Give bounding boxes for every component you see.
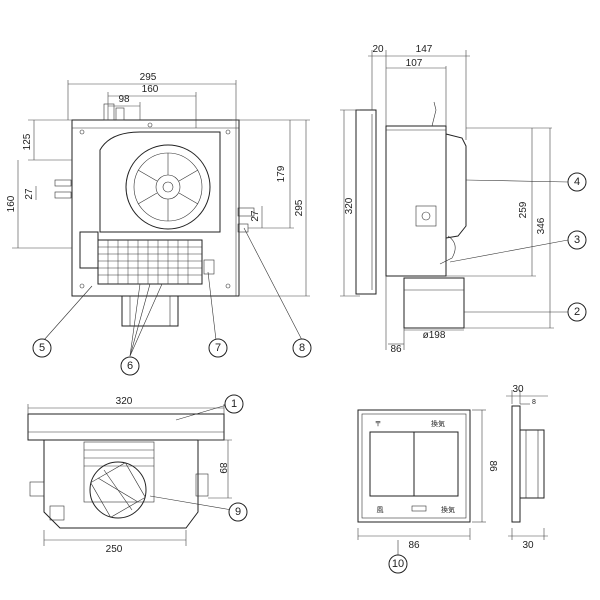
- dim-27-left: 27: [24, 188, 35, 200]
- dim-346: 346: [536, 217, 547, 234]
- dim-8: 8: [532, 399, 536, 406]
- dim-86-grille-height: 86: [487, 460, 498, 472]
- dim-89: 89: [217, 462, 228, 474]
- callout-9: 9: [235, 506, 241, 518]
- callout-7-circle: [208, 338, 228, 358]
- callout-1-circle: [224, 394, 244, 414]
- callout-5-circle: [32, 338, 52, 358]
- callout-9-circle: [228, 502, 248, 522]
- callout-2: 2: [574, 306, 580, 318]
- dim-250: 250: [106, 544, 123, 555]
- callout-3: 3: [574, 234, 580, 246]
- callout-8: 8: [299, 342, 305, 354]
- callout-10: 10: [392, 558, 404, 570]
- dim-160-top: 160: [142, 84, 159, 95]
- callout-8-circle: [292, 338, 312, 358]
- dim-320-bottom: 320: [116, 396, 133, 407]
- callout-4: 4: [574, 176, 580, 188]
- dim-27-right: 27: [250, 210, 261, 222]
- fan-blades: [137, 153, 199, 221]
- callout-3-circle: [567, 230, 587, 250]
- dim-125: 125: [22, 133, 33, 150]
- callout-2-circle: [567, 302, 587, 322]
- dim-160-left: 160: [6, 195, 17, 212]
- grille-left-mark: 〒: [375, 421, 382, 428]
- dim-107: 107: [406, 58, 423, 69]
- dim-295-top: 295: [140, 72, 157, 83]
- dim-147: 147: [416, 44, 433, 55]
- callout-6-circle: [120, 356, 140, 376]
- grille-bottom-left: 風: [377, 506, 384, 514]
- dim-86-grille-width: 86: [408, 540, 420, 551]
- callout-10-circle: [388, 554, 408, 574]
- dim-295-right: 295: [294, 199, 305, 216]
- dim-259: 259: [518, 201, 529, 218]
- bottom-grille: [84, 449, 154, 467]
- dim-86-side: 86: [390, 344, 402, 355]
- grille-right-mark: 換気: [431, 419, 445, 428]
- callout-5: 5: [39, 342, 45, 354]
- dim-198: ø198: [423, 330, 446, 341]
- callout-4-circle: [567, 172, 587, 192]
- dim-98: 98: [118, 94, 130, 105]
- dim-320-side: 320: [344, 197, 355, 214]
- dim-20: 20: [372, 44, 384, 55]
- dim-30-top: 30: [512, 384, 524, 395]
- front-view: [12, 80, 310, 357]
- dim-30-bottom: 30: [522, 540, 534, 551]
- heater-grille: [98, 240, 202, 284]
- callout-6: 6: [127, 360, 133, 372]
- dim-179: 179: [276, 165, 287, 182]
- grille-front-view: [357, 409, 486, 556]
- callout-7: 7: [215, 342, 221, 354]
- grille-side-view: [506, 390, 548, 540]
- side-view: [340, 50, 569, 350]
- bottom-view: [27, 403, 233, 546]
- grille-bottom-right: 換気: [441, 505, 455, 514]
- callout-1: 1: [231, 398, 237, 410]
